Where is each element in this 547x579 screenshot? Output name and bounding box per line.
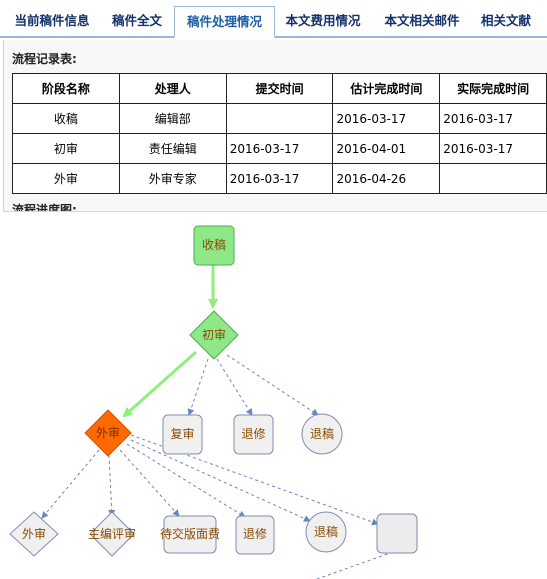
table-row: 外审 外审专家 2016-03-17 2016-04-26 [12, 163, 547, 194]
stage-name-cell: 初审 [12, 133, 120, 164]
handler-cell: 外审专家 [118, 163, 227, 194]
node-external-review-label: 外审 [96, 425, 120, 440]
stage-name-cell: 收稿 [12, 103, 120, 134]
estimated-finish-cell: 2016-03-17 [332, 103, 441, 134]
edge-initial-to-reject [226, 354, 319, 416]
node-external-review[interactable]: 外审 [84, 409, 132, 457]
edge-unlabeled-continuation [315, 551, 394, 579]
node-initial-review-label: 初审 [202, 327, 226, 342]
node-revise-2-label: 退修 [243, 526, 267, 541]
submit-time-cell: 2016-03-17 [225, 133, 334, 164]
node-revise-2[interactable]: 退修 [235, 515, 275, 555]
estimated-finish-cell: 2016-04-01 [332, 133, 441, 164]
column-header: 估计完成时间 [332, 73, 441, 104]
node-reject-1-label: 退稿 [310, 426, 334, 441]
flow-diagram-canvas: 收稿 初审 外审 复审 退修 退稿 外审 [9, 225, 418, 579]
node-received[interactable]: 收稿 [193, 225, 235, 266]
edge-external-to-reject-2 [130, 439, 311, 522]
node-external-review-2-label: 外审 [22, 526, 46, 541]
node-revise-1[interactable]: 退修 [233, 414, 274, 455]
node-chief-editor-review-label: 主编评审 [88, 526, 136, 541]
edge-initial-to-external [122, 350, 197, 418]
edge-external-to-layout-fee [119, 449, 180, 517]
tab-fee-status[interactable]: 本文费用情况 [285, 13, 361, 28]
node-re-review[interactable]: 复审 [162, 414, 203, 455]
estimated-finish-cell: 2016-04-26 [332, 163, 441, 194]
column-header: 实际完成时间 [439, 73, 547, 104]
actual-finish-cell [439, 163, 547, 194]
edge-initial-to-revise [216, 358, 253, 416]
node-received-label: 收稿 [202, 237, 226, 252]
node-re-review-label: 复审 [170, 426, 194, 441]
edge-external-to-revise-2 [126, 443, 246, 518]
submit-time-cell [225, 103, 334, 134]
node-initial-review[interactable]: 初审 [189, 310, 239, 360]
table-row: 收稿 编辑部 2016-03-17 2016-03-17 [12, 103, 547, 134]
column-header: 提交时间 [225, 73, 334, 104]
handler-cell: 责任编辑 [118, 133, 227, 164]
column-header: 阶段名称 [12, 73, 120, 104]
node-chief-editor-review[interactable]: 主编评审 [88, 511, 136, 557]
edge-external-to-external-2 [41, 449, 100, 519]
actual-finish-cell: 2016-03-17 [439, 103, 547, 134]
tab-full-text[interactable]: 稿件全文 [111, 13, 162, 28]
node-reject-2[interactable]: 退稿 [305, 511, 347, 553]
process-record-table: 阶段名称 处理人 提交时间 估计完成时间 实际完成时间 收稿 编辑部 2016-… [12, 73, 547, 194]
node-reject-2-label: 退稿 [314, 524, 338, 539]
column-header: 处理人 [118, 73, 227, 104]
actual-finish-cell: 2016-03-17 [439, 133, 547, 164]
stage-name-cell: 外审 [12, 163, 120, 194]
tab-related-literature[interactable]: 相关文献 [480, 13, 531, 28]
edge-initial-to-re-review [187, 358, 209, 416]
tab-manuscript-info[interactable]: 当前稿件信息 [14, 13, 90, 28]
node-external-review-2[interactable]: 外审 [9, 511, 59, 557]
tab-related-emails[interactable]: 本文相关邮件 [384, 13, 460, 28]
table-row: 初审 责任编辑 2016-03-17 2016-04-01 2016-03-17 [12, 133, 547, 164]
submit-time-cell: 2016-03-17 [225, 163, 334, 194]
tab-processing-status[interactable]: 稿件处理情况 [174, 6, 275, 38]
node-pending-layout-fee-label: 待交版面费 [160, 526, 220, 541]
node-reject-1[interactable]: 退稿 [301, 413, 343, 455]
node-unlabeled[interactable] [376, 513, 418, 554]
node-revise-1-label: 退修 [241, 426, 265, 441]
tab-bar: 当前稿件信息 稿件全文 稿件处理情况 本文费用情况 本文相关邮件 相关文献 [0, 0, 547, 38]
table-header-row: 阶段名称 处理人 提交时间 估计完成时间 实际完成时间 [12, 73, 547, 104]
record-section-title: 流程记录表: [12, 52, 77, 66]
handler-cell: 编辑部 [118, 103, 227, 134]
node-pending-layout-fee[interactable]: 待交版面费 [160, 515, 220, 554]
process-flow-diagram: 收稿 初审 外审 复审 退修 退稿 外审 [3, 211, 547, 579]
edge-external-to-chief [108, 454, 116, 517]
